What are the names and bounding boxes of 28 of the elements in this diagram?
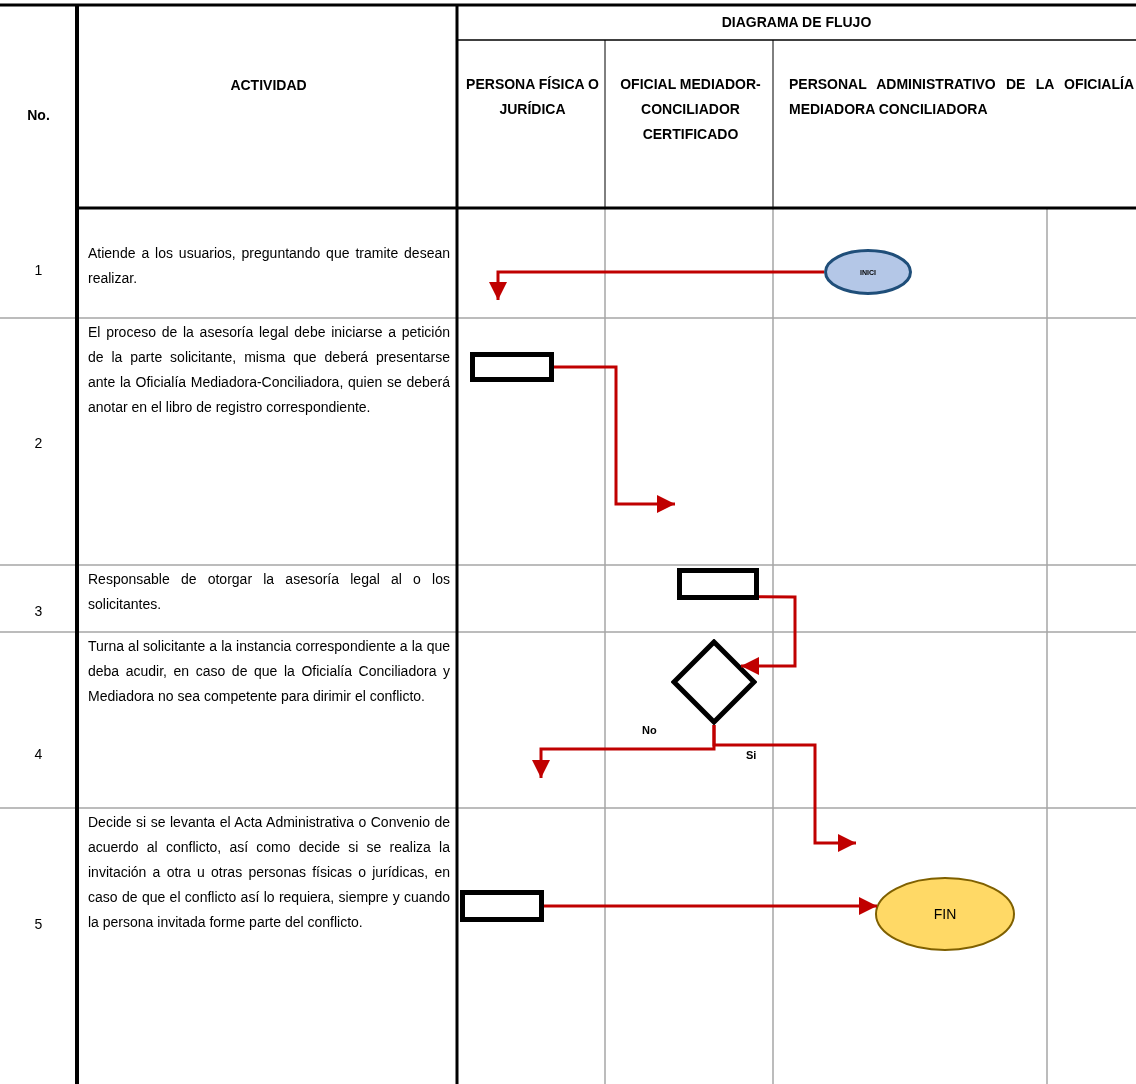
arrow — [544, 897, 877, 915]
row-number: 2 — [33, 433, 44, 453]
arrow — [554, 365, 675, 513]
end-ellipse: FIN — [875, 877, 1015, 951]
activity-text: Responsable de otorgar la asesoría legal al o los solicitantes. — [88, 570, 450, 614]
lane-heading: PERSONA FÍSICA O JURÍDICA — [465, 75, 600, 119]
arrow — [741, 595, 797, 675]
column-heading: ACTIVIDAD — [229, 75, 308, 95]
activity-text: Atiende a los usuarios, preguntando que tramite desean realizar. — [88, 244, 450, 288]
row-number: 5 — [33, 914, 44, 934]
process-box — [470, 352, 554, 382]
arrow — [489, 270, 824, 300]
activity-text: El proceso de la asesoría legal debe iniciarse a petición de la parte solicitante, misma que deberá presentarse ante la Oficialía Mediadora-Conciliadora, quien se deberá anotar en el libro de registro correspondiente. — [88, 323, 450, 417]
activity-text: Turna al solicitante a la instancia correspondiente a la que deba acudir, en caso de que la Oficialía Conciliadora y Mediadora no sea competente para dirimir el conflicto. — [88, 637, 450, 706]
edge-label: Si — [744, 749, 759, 761]
column-heading: No. — [26, 105, 51, 125]
row-number: 4 — [33, 744, 44, 764]
activity-text: Decide si se levanta el Acta Administrativa o Convenio de acuerdo al conflicto, así como decide si se realiza la invitación a otra u otras personas físicas o jurídicas, en caso de que el conflicto así lo requiera, siempre y cuando la persona invitada forme parte del conflicto. — [88, 813, 450, 932]
lane-heading: PERSONAL ADMINISTRATIVO DE LA OFICIALÍA MEDIADORA CONCILIADORA — [789, 75, 1134, 119]
process-box — [460, 890, 544, 922]
lane-heading: OFICIAL MEDIADOR-CONCILIADOR CERTIFICADO — [619, 75, 762, 144]
edge-label: No — [640, 724, 659, 736]
decision-diamond — [671, 639, 757, 725]
row-number: 3 — [33, 601, 44, 621]
row-number: 1 — [33, 260, 44, 280]
process-box — [677, 568, 759, 600]
table-heading: DIAGRAMA DE FLUJO — [720, 13, 873, 32]
arrow — [712, 725, 856, 852]
